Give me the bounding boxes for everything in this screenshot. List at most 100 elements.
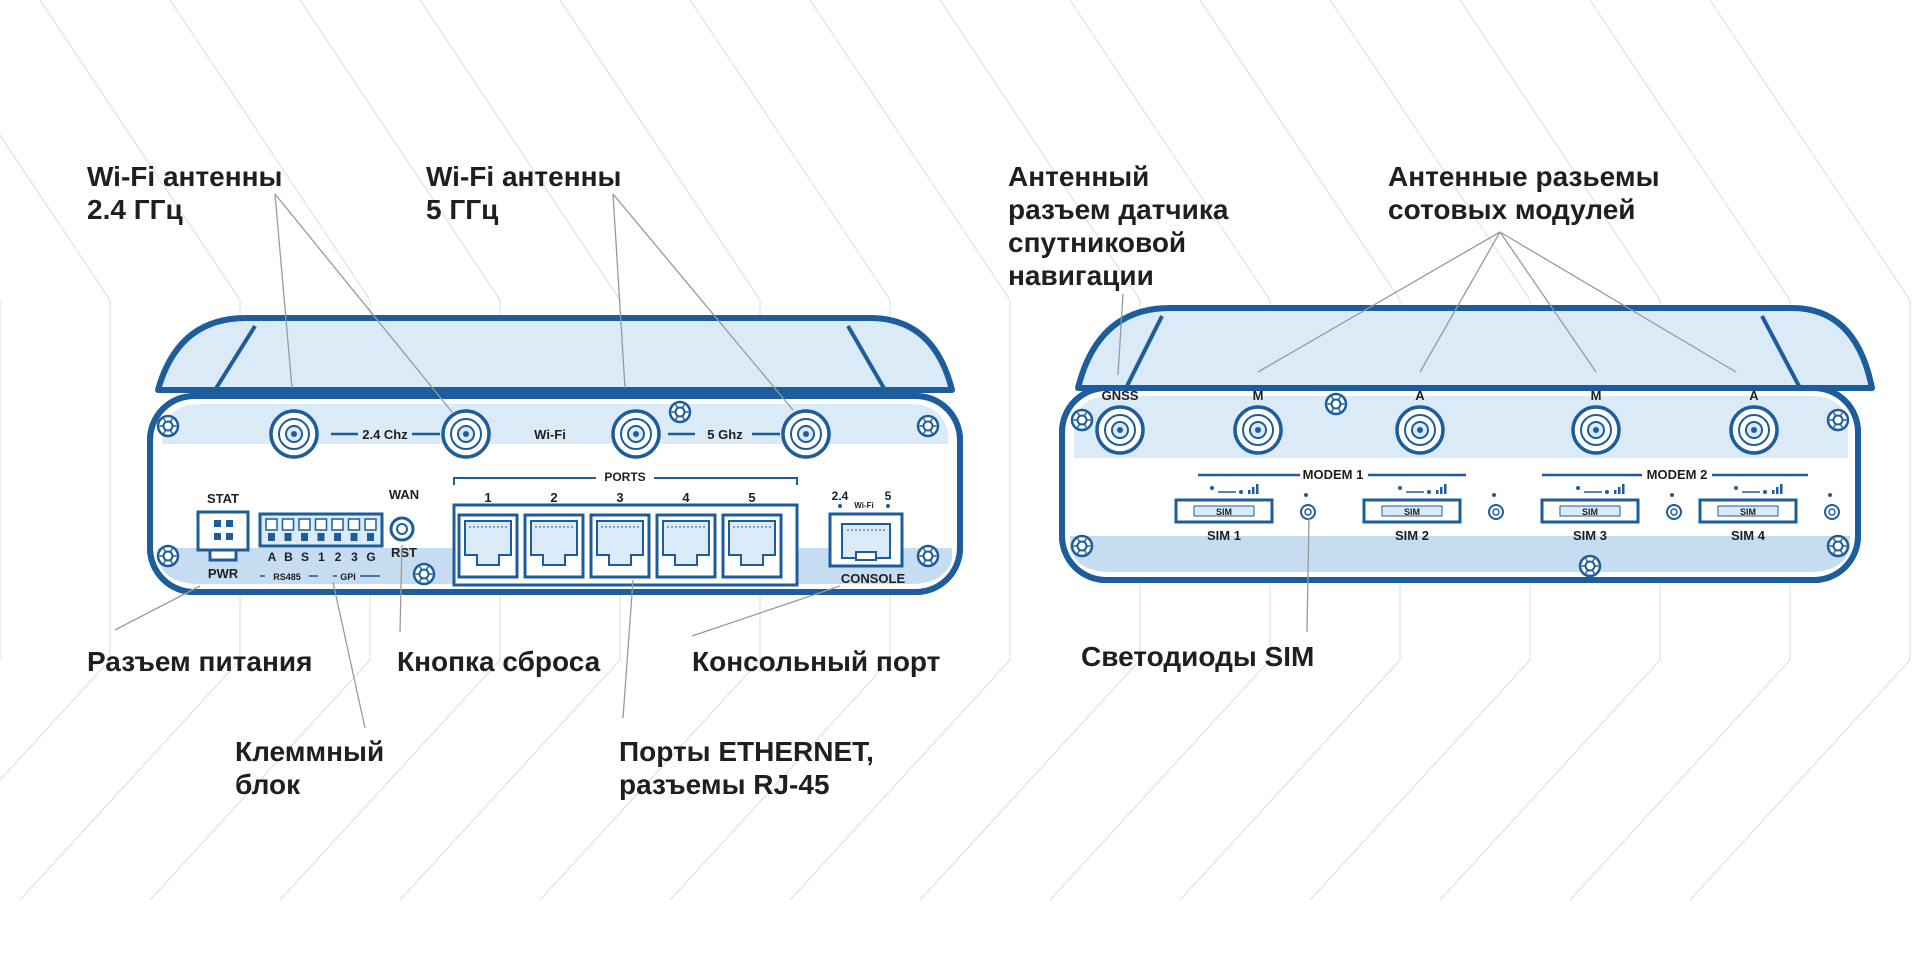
screw-icon	[916, 414, 940, 438]
router-2-lid-edge-right	[1760, 315, 1802, 389]
callout-power: Разъем питания	[87, 646, 312, 677]
power-connector[interactable]	[196, 510, 250, 562]
ports-title: PORTS	[604, 470, 645, 484]
wifi-antenna-connector[interactable]	[441, 409, 491, 459]
screw-icon	[1324, 392, 1348, 416]
router-1-screws	[156, 400, 940, 586]
antenna-label: A	[1749, 388, 1759, 403]
router-2-antenna-labels: GNSS M A M A	[1102, 388, 1760, 403]
modem-1-label: MODEM 1	[1303, 467, 1364, 482]
cellular-antenna-connector[interactable]	[1095, 405, 1145, 455]
sim-slot-label: SIM	[1216, 507, 1232, 517]
sim-slot[interactable]: SIM SIM 1	[1174, 484, 1274, 543]
terminal-pin-label: G	[366, 550, 375, 564]
callout-gnss: Антенный разъем датчика спутниковой нави…	[1008, 161, 1236, 291]
router-1-wifi-antennas	[269, 409, 831, 459]
rst-label: RST	[391, 545, 417, 560]
terminal-pin-label: B	[284, 550, 293, 564]
callout-terminal: Клеммный блок	[235, 736, 392, 800]
cellular-antenna-connector[interactable]	[1571, 405, 1621, 455]
ethernet-port[interactable]	[457, 513, 519, 579]
console-label: CONSOLE	[841, 571, 906, 586]
port-number: 3	[616, 490, 623, 505]
console-port[interactable]	[828, 512, 904, 568]
sim-slot-label: SIM	[1404, 507, 1420, 517]
leader-lines	[114, 193, 1737, 729]
callout-console: Консольный порт	[692, 646, 940, 677]
screw-icon	[1826, 534, 1850, 558]
ethernet-port[interactable]	[523, 513, 585, 579]
cellular-antenna-connector[interactable]	[1729, 405, 1779, 455]
router-2-antenna-connectors	[1095, 405, 1779, 455]
pwr-label: PWR	[208, 566, 239, 581]
wan-label: WAN	[389, 487, 419, 502]
sim-slot[interactable]: SIM SIM 3	[1540, 484, 1640, 543]
reset-button[interactable]	[389, 516, 415, 542]
wifi-label: Wi-Fi	[534, 427, 566, 442]
terminal-block[interactable]	[258, 512, 384, 548]
screw-icon	[668, 400, 692, 424]
ant5-label: 5 Ghz	[707, 427, 743, 442]
router-1-lid	[155, 315, 955, 393]
router-2-lid	[1075, 305, 1875, 391]
router-2-face-bottom-shade	[1070, 536, 1850, 572]
sim-led-icon	[1300, 493, 1316, 520]
stat-label: STAT	[207, 491, 239, 506]
wifi-antenna-connector[interactable]	[781, 409, 831, 459]
antenna-label: M	[1253, 388, 1264, 403]
band-24-label: 2.4	[832, 489, 849, 503]
callouts: Wi-Fi антенны 2.4 ГГц Wi-Fi антенны 5 ГГ…	[87, 161, 1667, 800]
sim-slot-label: SIM	[1582, 507, 1598, 517]
sim-slot[interactable]: SIM SIM 4	[1698, 484, 1798, 543]
terminal-pin-label: 2	[335, 550, 342, 564]
sim-label: SIM 3	[1573, 528, 1607, 543]
callout-cellular: Антенные разьемы сотовых модулей	[1388, 161, 1667, 225]
cellular-antenna-connector[interactable]	[1233, 405, 1283, 455]
ant24-label: 2.4 Chz	[362, 427, 408, 442]
modem-2-label: MODEM 2	[1647, 467, 1708, 482]
cellular-antenna-connector[interactable]	[1395, 405, 1445, 455]
callout-simleds: Светодиоды SIM	[1081, 641, 1314, 672]
rs485-label: RS485	[273, 572, 301, 582]
antenna-label: A	[1415, 388, 1425, 403]
router-2-lid-edge-left	[1124, 315, 1164, 389]
port-number: 5	[748, 490, 755, 505]
screw-icon	[156, 544, 180, 568]
sim-label: SIM 2	[1395, 528, 1429, 543]
screw-icon	[1070, 534, 1094, 558]
ethernet-port[interactable]	[721, 513, 783, 579]
wifi-antenna-connector[interactable]	[611, 409, 661, 459]
screw-icon	[1070, 408, 1094, 432]
ethernet-port[interactable]	[655, 513, 717, 579]
sim-label: SIM 4	[1731, 528, 1766, 543]
callout-wifi24: Wi-Fi антенны 2.4 ГГц	[87, 161, 290, 225]
ethernet-ports[interactable]	[457, 513, 783, 579]
callout-reset: Кнопка сброса	[397, 646, 601, 677]
port-number: 1	[484, 490, 491, 505]
sim-label: SIM 1	[1207, 528, 1241, 543]
sim-slots: SIM SIM 1 SIM SIM 2 SIM SIM 3 SIM SIM 4	[1174, 484, 1840, 543]
router-1-lid-edge-left	[213, 324, 257, 392]
router-1-lid-edge-right	[846, 324, 887, 392]
sim-slot[interactable]: SIM SIM 2	[1362, 484, 1462, 543]
wifi-small-label: Wi-Fi	[854, 501, 873, 510]
callout-wifi5: Wi-Fi антенны 5 ГГц	[426, 161, 629, 225]
terminal-pin-label: A	[268, 550, 277, 564]
antenna-label: M	[1591, 388, 1602, 403]
terminal-pin-label: 1	[318, 550, 325, 564]
screw-icon	[156, 414, 180, 438]
terminal-pin-label: S	[301, 550, 309, 564]
router-1-face-shade	[162, 404, 948, 444]
antenna-label: GNSS	[1102, 388, 1139, 403]
sim-slot-label: SIM	[1740, 507, 1756, 517]
ethernet-port[interactable]	[589, 513, 651, 579]
screw-icon	[1826, 408, 1850, 432]
sim-led-icon	[1824, 493, 1840, 520]
wifi-antenna-connector[interactable]	[269, 409, 319, 459]
sim-led-icon	[1488, 493, 1504, 520]
